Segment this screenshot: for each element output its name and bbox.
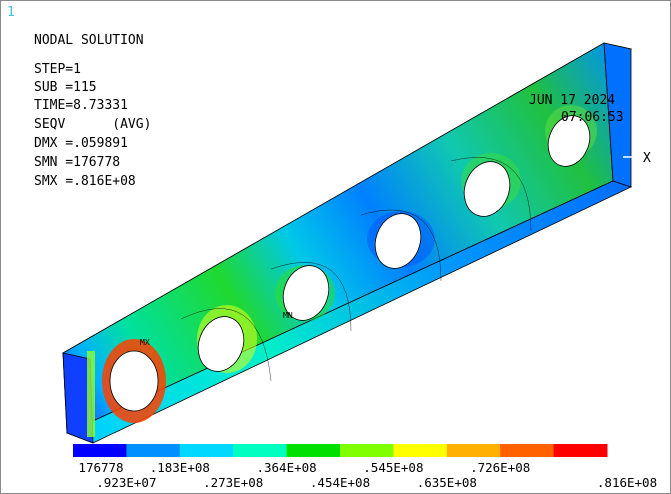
legend-label-bottom: .923E+07 [96,475,157,490]
legend-swatch [553,444,608,457]
hole-5 [463,161,511,217]
legend-swatch [73,444,127,457]
legend-label-bottom: .635E+08 [416,475,477,490]
legend-swatch [446,444,501,457]
left-end-stripe [87,351,95,437]
time-info: TIME=8.73331 [34,98,128,113]
legend-label-bottom: .816E+08 [596,475,658,490]
hole-3 [282,265,330,321]
substep-info: SUB =115 [34,80,97,95]
legend-label-top: .726E+08 [470,460,531,475]
hole-1 [109,350,159,412]
solution-title: NODAL SOLUTION [34,33,144,48]
result-type: SEQV (AVG) [34,117,152,132]
smx-info: SMX =.816E+08 [34,174,136,189]
hole-2 [197,316,245,372]
dmx-info: DMX =.059891 [34,136,128,151]
legend-swatch [286,444,341,457]
smn-info: SMN =176778 [34,155,121,170]
step-info: STEP=1 [34,62,81,77]
hole-6 [547,115,591,167]
legend-swatch [126,444,181,457]
max-marker: MX [140,338,150,347]
min-marker: MN [283,311,293,320]
legend-swatch [393,444,448,457]
window-number: 1 [7,5,15,20]
date-stamp: JUN 17 2024 [529,93,616,108]
legend-label-bottom: .454E+08 [309,475,371,490]
right-end-plate [603,42,632,188]
legend-label-top: .183E+08 [149,460,210,475]
legend-label-bottom: .273E+08 [203,475,264,490]
legend-color-bar [73,444,608,457]
legend-swatch [233,444,288,457]
axis-triad-label: X [643,151,651,166]
hole-4 [374,213,422,269]
legend-swatch [500,444,555,457]
time-stamp: 07:06:53 [561,110,624,125]
left-end-plate [62,352,94,444]
legend-label-top: 176778 [78,460,124,475]
legend-swatch [340,444,394,457]
legend-swatch [179,444,234,457]
legend-label-top: .364E+08 [256,460,317,475]
legend-label-top: .545E+08 [363,460,424,475]
